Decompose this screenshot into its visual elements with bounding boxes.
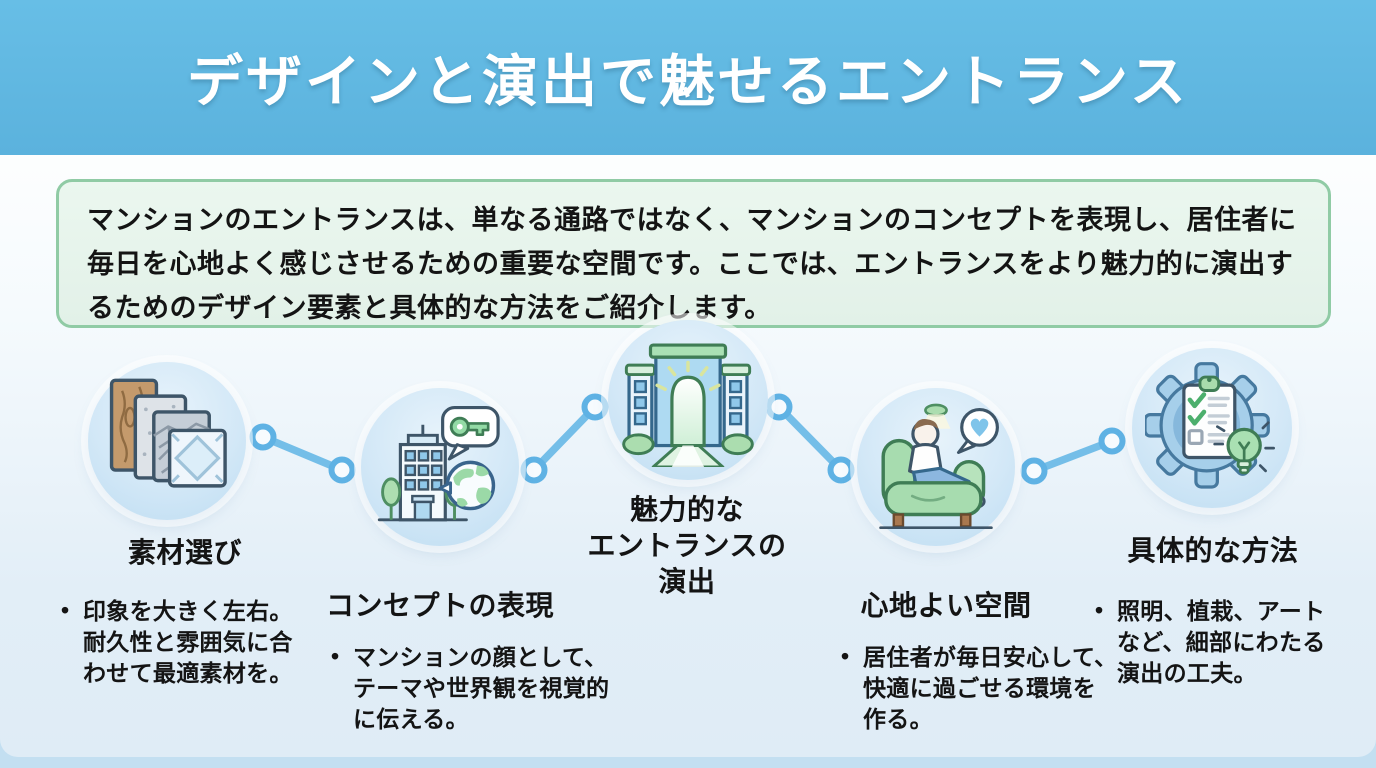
step-circle-methods <box>1132 348 1292 508</box>
step-circle-entrance <box>608 320 768 480</box>
step-notes-concept: マンションの顔として、テーマや世界観を視覚的に伝える。 <box>326 641 614 735</box>
step-circle-materials <box>88 362 246 520</box>
note-item: 照明、植栽、アートなど、細部にわたる演出の工夫。 <box>1090 595 1340 689</box>
step-label-comfort: 心地よい空間 <box>860 590 1032 621</box>
step-label-entrance: 魅力的な エントランスの 演出 <box>587 494 787 597</box>
step-notes-comfort: 居住者が毎日安心して、快適に過ごせる環境を作る。 <box>836 641 1118 735</box>
step-notes-methods: 照明、植栽、アートなど、細部にわたる演出の工夫。 <box>1090 595 1340 689</box>
note-item: 印象を大きく左右。耐久性と雰囲気に合わせて最適素材を。 <box>56 595 308 689</box>
step-notes-materials: 印象を大きく左右。耐久性と雰囲気に合わせて最適素材を。 <box>56 595 308 689</box>
step-circle-concept <box>361 388 519 546</box>
footer-strip <box>0 757 1376 768</box>
material-samples-icon <box>109 378 227 488</box>
intro-box: マンションのエントランスは、単なる通路ではなく、マンションのコンセプトを表現し、… <box>56 179 1331 328</box>
step-label-concept: コンセプトの表現 <box>325 590 554 621</box>
note-item: 居住者が毎日安心して、快適に過ごせる環境を作る。 <box>836 641 1118 735</box>
step-label-methods: 具体的な方法 <box>1127 535 1299 566</box>
title-banner: デザインと演出で魅せるエントランス <box>0 0 1376 155</box>
building-key-globe-icon <box>377 406 500 522</box>
step-label-materials: 素材選び <box>127 537 242 568</box>
glowing-entrance-arch-icon <box>622 343 754 467</box>
note-item: マンションの顔として、テーマや世界観を視覚的に伝える。 <box>326 641 614 735</box>
gear-checklist-lightbulb-icon <box>1145 362 1275 489</box>
person-relaxing-armchair-icon <box>879 403 999 530</box>
step-circle-comfort <box>857 388 1015 546</box>
intro-text: マンションのエントランスは、単なる通路ではなく、マンションのコンセプトを表現し、… <box>87 205 1297 323</box>
page-title: デザインと演出で魅せるエントランス <box>187 50 1189 113</box>
